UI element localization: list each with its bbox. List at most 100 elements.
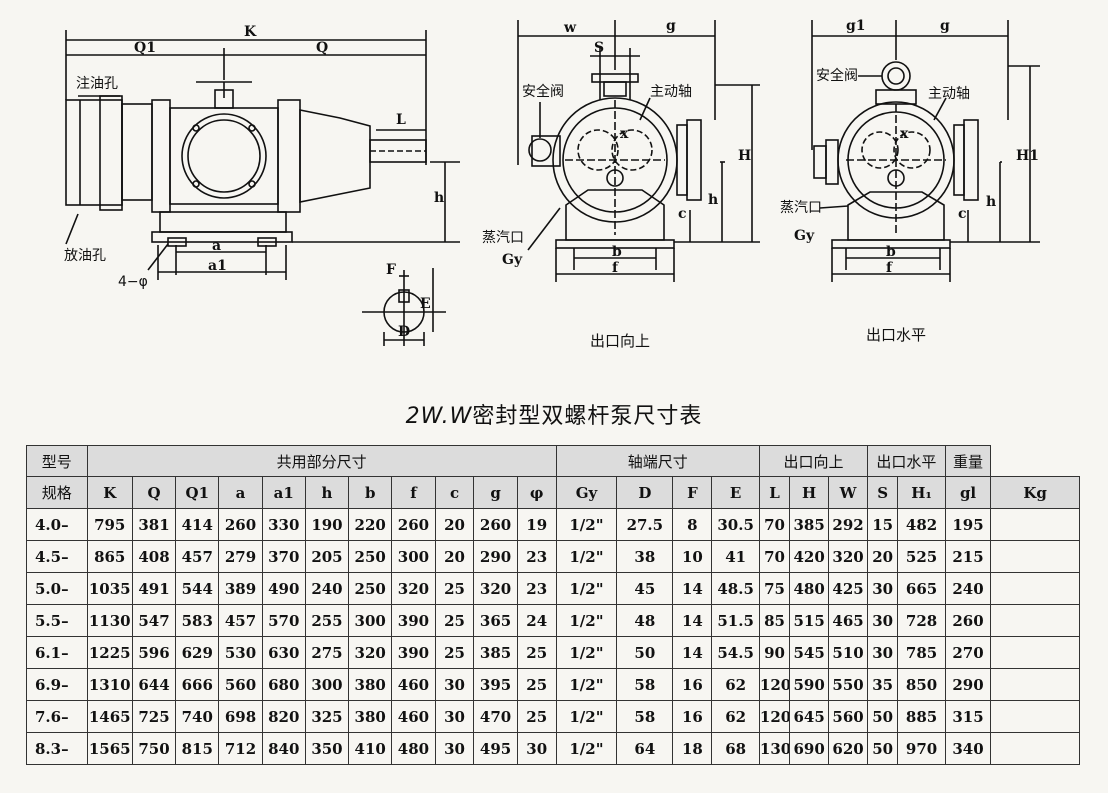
table-cell: 850 (897, 668, 946, 701)
table-cell: 320 (391, 572, 436, 605)
table-cell: 14 (672, 636, 713, 669)
table-cell (990, 732, 1080, 765)
table-cell: 190 (304, 508, 350, 541)
table-cell: 27.5 (616, 508, 674, 541)
dim-a1: a1 (208, 258, 227, 274)
table-cell: 10 (672, 540, 713, 573)
table-cell: 23 (516, 572, 557, 605)
table-cell: 30 (867, 572, 899, 605)
dim-f-up: f (612, 260, 619, 276)
table-cell: 330 (261, 508, 306, 541)
table-cell: 30 (867, 604, 899, 637)
table-cell: 550 (828, 668, 869, 701)
table-cell: 250 (348, 540, 393, 573)
table-cell: 560 (218, 668, 263, 701)
table-cell: 260 (391, 508, 436, 541)
table-cell: 58 (616, 668, 674, 701)
table-cell: 30.5 (711, 508, 760, 541)
table-cell (990, 636, 1080, 669)
table-cell: 64 (616, 732, 674, 765)
table-cell: 62 (711, 668, 760, 701)
table-cell (990, 572, 1080, 605)
table-cell: 45 (616, 572, 674, 605)
model-cell: 5.5– (26, 604, 88, 637)
label-holes: 4−φ (118, 274, 148, 290)
table-cell: 255 (304, 604, 350, 637)
table-cell: 395 (473, 668, 518, 701)
table-cell: 465 (828, 604, 869, 637)
end-view-outlet-up (517, 20, 760, 282)
table-cell: 48 (616, 604, 674, 637)
label-fill-hole: 注油孔 (76, 76, 118, 92)
dim-h-side: h (434, 190, 444, 206)
table-cell: 30 (867, 636, 899, 669)
dim-g1: g1 (846, 18, 866, 34)
dim-g: g (666, 18, 676, 34)
column-header: F (672, 476, 713, 509)
table-cell: 70 (758, 540, 791, 573)
dim-c-up: c (678, 206, 687, 222)
table-cell: 25 (516, 636, 557, 669)
table-cell: 547 (131, 604, 177, 637)
dim-L: L (396, 112, 406, 128)
table-cell: 279 (218, 540, 263, 573)
table-cell: 840 (261, 732, 306, 765)
dim-h-up: h (708, 192, 718, 208)
table-cell: 70 (758, 508, 791, 541)
table-cell: 290 (944, 668, 992, 701)
table-cell: 38 (616, 540, 674, 573)
table-cell (990, 700, 1080, 733)
table-cell: 390 (391, 636, 436, 669)
table-cell: 515 (789, 604, 830, 637)
table-cell: 1565 (86, 732, 133, 765)
column-header: Kg (990, 476, 1080, 509)
dim-Gy-up: Gy (502, 252, 523, 268)
column-header: f (391, 476, 436, 509)
model-cell: 8.3– (26, 732, 88, 765)
table-cell: 690 (789, 732, 830, 765)
column-header: a (218, 476, 263, 509)
table-cell: 300 (391, 540, 436, 573)
column-header: H₁ (897, 476, 946, 509)
dim-Q: Q (316, 40, 328, 56)
table-cell: 350 (304, 732, 350, 765)
table-cell: 19 (516, 508, 557, 541)
table-cell: 14 (672, 572, 713, 605)
model-cell: 7.6– (26, 700, 88, 733)
label-safety-valve-hz: 安全阀 (816, 67, 858, 84)
table-cell: 815 (175, 732, 220, 765)
dim-S: S (594, 40, 604, 56)
table-cell: 482 (897, 508, 946, 541)
table-cell: 15 (867, 508, 899, 541)
column-header: b (348, 476, 393, 509)
table-cell (990, 668, 1080, 701)
table-cell: 385 (789, 508, 830, 541)
table-cell: 420 (789, 540, 830, 573)
dim-c-hz: c (958, 206, 967, 222)
column-header: g (473, 476, 518, 509)
table-cell: 1/2" (555, 540, 618, 573)
table-cell: 320 (828, 540, 869, 573)
table-cell: 596 (131, 636, 177, 669)
table-cell: 30 (516, 732, 557, 765)
dim-h-hz: h (986, 194, 996, 210)
table-cell: 25 (516, 700, 557, 733)
table-cell: 25 (516, 668, 557, 701)
label-main-shaft-up: 主动轴 (650, 84, 692, 100)
table-cell: 425 (828, 572, 869, 605)
table-cell: 50 (867, 700, 899, 733)
table-cell: 381 (131, 508, 177, 541)
table-cell: 195 (944, 508, 992, 541)
label-drain-hole: 放油孔 (64, 248, 106, 264)
table-cell: 130 (758, 732, 791, 765)
table-cell: 725 (131, 700, 177, 733)
table-cell: 645 (789, 700, 830, 733)
table-cell: 560 (828, 700, 869, 733)
table-cell: 620 (828, 732, 869, 765)
column-header: h (304, 476, 350, 509)
dim-H: H (738, 148, 751, 164)
